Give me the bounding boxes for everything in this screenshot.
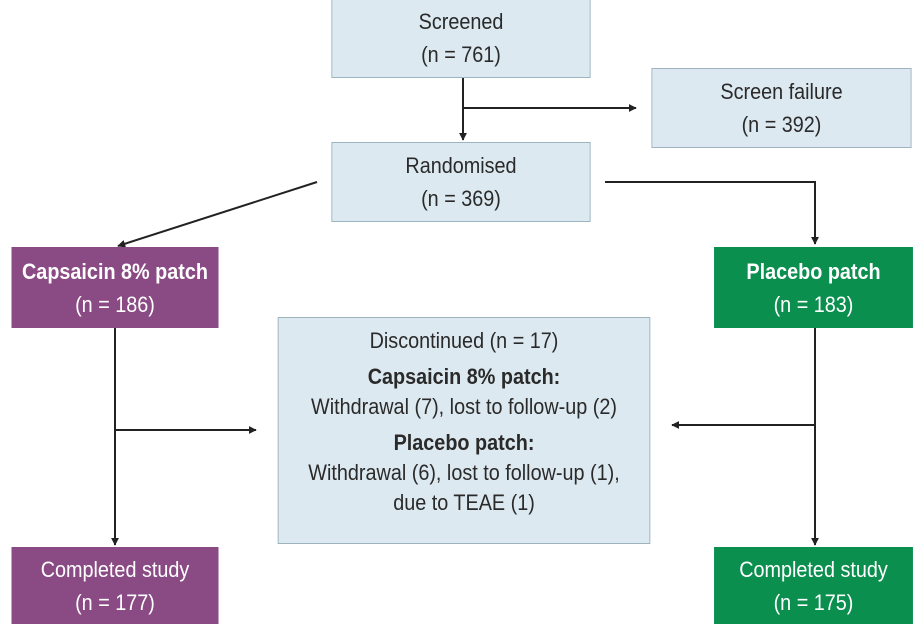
discontinued-placebo-reasons-line1: Withdrawal (6), lost to follow-up (1), <box>308 460 620 485</box>
discontinued-capsaicin-reasons: Withdrawal (7), lost to follow-up (2) <box>311 394 617 419</box>
screen-failure-count: (n = 392) <box>741 112 822 137</box>
screen-failure-label: Screen failure <box>720 79 843 104</box>
placebo-box: Placebo patch (n = 183) <box>714 247 913 328</box>
capsaicin-box: Capsaicin 8% patch (n = 186) <box>11 247 219 328</box>
discontinued-capsaicin-heading: Capsaicin 8% patch: <box>367 364 561 389</box>
completed-capsaicin-box: Completed study (n = 177) <box>11 547 219 624</box>
completed-capsaicin-label: Completed study <box>40 556 190 582</box>
completed-capsaicin-count: (n = 177) <box>75 589 155 615</box>
discontinued-box: Discontinued (n = 17) Capsaicin 8% patch… <box>277 317 651 544</box>
randomised-count: (n = 369) <box>421 186 501 211</box>
completed-placebo-label: Completed study <box>739 556 888 582</box>
completed-placebo-count: (n = 175) <box>773 589 854 615</box>
discontinued-placebo-reasons-line2: due to TEAE (1) <box>393 490 535 515</box>
discontinued-title: Discontinued (n = 17) <box>369 328 559 353</box>
capsaicin-label: Capsaicin 8% patch <box>22 258 208 284</box>
arrow-randomised-to-capsaicin <box>117 181 318 248</box>
screened-box: Screened (n = 761) <box>331 0 591 78</box>
screened-count: (n = 761) <box>421 42 501 67</box>
capsaicin-count: (n = 186) <box>75 291 155 317</box>
discontinued-placebo-heading: Placebo patch: <box>393 430 535 455</box>
placebo-label: Placebo patch <box>746 258 881 284</box>
randomised-label: Randomised <box>405 153 517 178</box>
screen-failure-box: Screen failure (n = 392) <box>651 68 912 148</box>
completed-placebo-box: Completed study (n = 175) <box>714 547 913 624</box>
arrow-randomised-to-placebo <box>605 181 819 245</box>
randomised-box: Randomised (n = 369) <box>331 142 591 222</box>
placebo-count: (n = 183) <box>773 291 854 317</box>
screened-label: Screened <box>418 9 504 34</box>
